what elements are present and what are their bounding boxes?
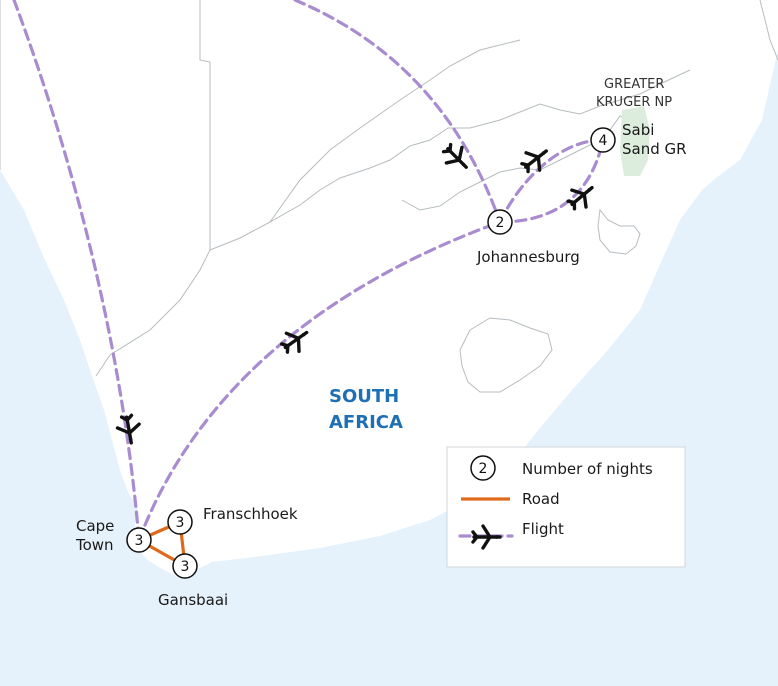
legend-road-label: Road	[522, 490, 560, 508]
map-legend: 2 Number of nights Road Flight	[446, 446, 686, 568]
flight-route	[293, 0, 502, 224]
label-greater-kruger-line1: GREATER	[604, 77, 664, 92]
flight-route	[498, 138, 605, 224]
svg-text:2: 2	[479, 461, 488, 477]
svg-text:3: 3	[176, 515, 185, 531]
road-route	[135, 519, 187, 569]
greater-kruger-park-area	[620, 106, 650, 176]
night-marker-cape-town: 3	[126, 527, 152, 553]
label-gansbaai: Gansbaai	[158, 591, 228, 609]
label-johannesburg: Johannesburg	[476, 248, 580, 266]
legend-flight-label: Flight	[522, 520, 564, 538]
legend-nights-marker: 2	[470, 455, 496, 481]
label-south-africa-line2: AFRICA	[329, 412, 403, 433]
lesotho-border	[459, 317, 553, 393]
border-line	[597, 208, 641, 255]
night-marker-gansbaai: 3	[172, 553, 198, 579]
svg-text:3: 3	[181, 559, 190, 575]
land-mass	[0, 0, 778, 578]
label-sabi-sand-line2: Sand GR	[622, 140, 687, 158]
flight-route	[498, 138, 605, 224]
flight-route	[12, 0, 141, 542]
legend-nights-label: Number of nights	[522, 460, 653, 478]
night-marker-franschhoek: 3	[167, 509, 193, 535]
label-franschhoek: Franschhoek	[203, 505, 298, 523]
svg-text:2: 2	[496, 215, 505, 231]
label-sabi-sand-line1: Sabi	[622, 121, 654, 139]
border-line	[95, 0, 211, 377]
border-line	[269, 39, 521, 223]
label-greater-kruger-line2: KRUGER NP	[596, 95, 672, 110]
svg-text:3: 3	[135, 533, 144, 549]
label-south-africa-line1: SOUTH	[329, 386, 399, 407]
night-marker-sabi-sand: 4	[590, 127, 616, 153]
border-line	[759, 0, 778, 61]
label-cape-town-line1: Cape	[76, 517, 114, 535]
label-cape-town-line2: Town	[75, 536, 114, 554]
svg-text:4: 4	[599, 133, 608, 149]
night-marker-johannesburg: 2	[487, 209, 513, 235]
border-line	[209, 69, 691, 251]
